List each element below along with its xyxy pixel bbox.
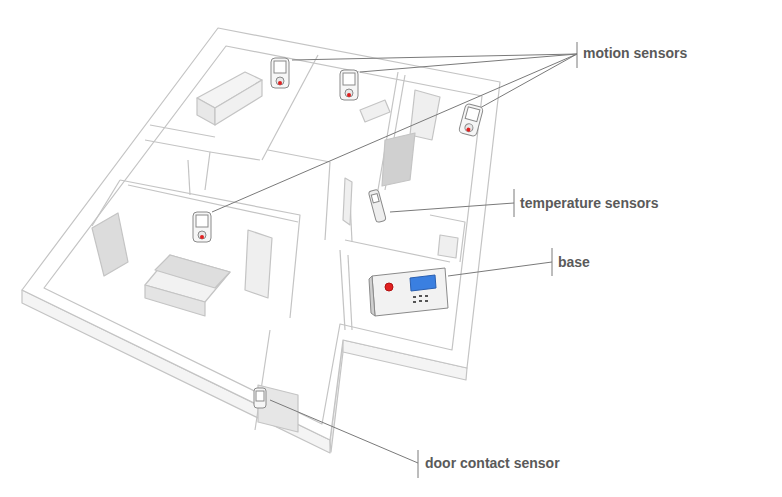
callout-label: temperature sensors bbox=[520, 195, 659, 211]
callout-label: motion sensors bbox=[583, 45, 687, 61]
callout-label: base bbox=[558, 254, 590, 270]
callout-label: door contact sensor bbox=[425, 455, 560, 471]
